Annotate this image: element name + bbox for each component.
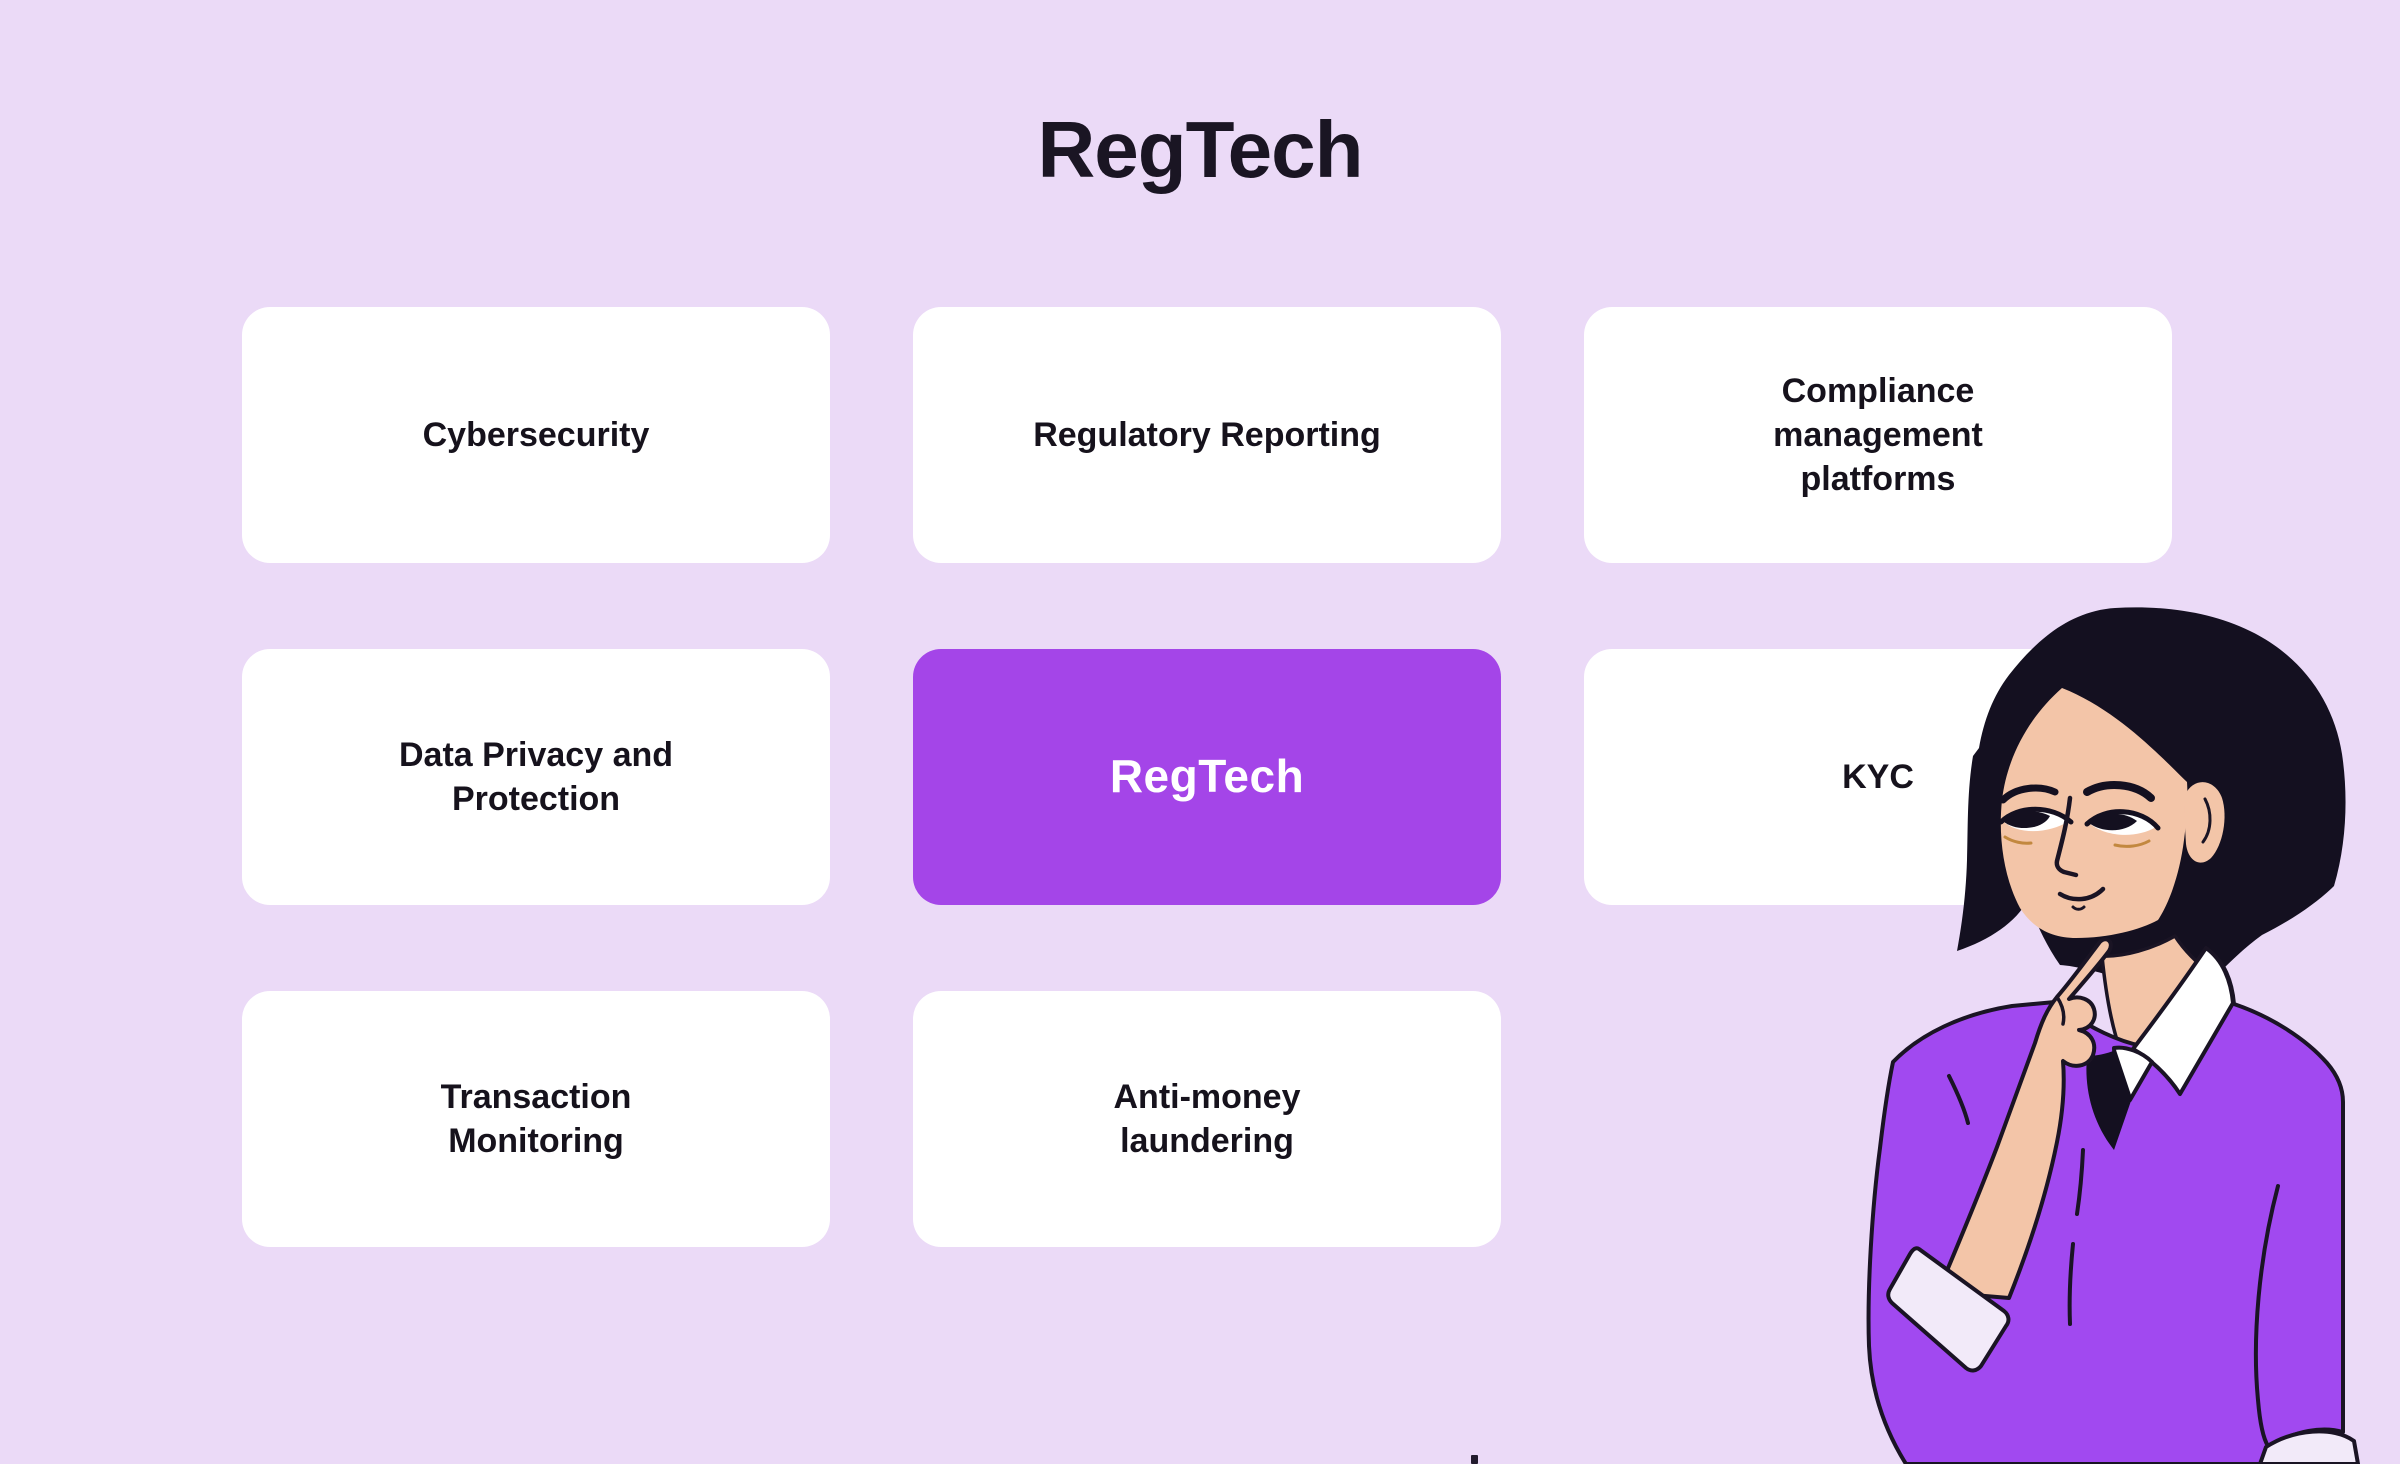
right-eye-pupil (2089, 813, 2137, 831)
placket-line-bottom (2067, 1242, 2075, 1326)
ear (2184, 782, 2225, 863)
shoulder-fold-line (1947, 1074, 1970, 1125)
placket-line-top (2075, 1148, 2085, 1216)
right-undereye-line (2113, 839, 2151, 848)
mouth-smile (2057, 886, 2106, 902)
finger-crease (2055, 995, 2066, 1026)
thinking-woman-illustration (1866, 607, 2360, 1464)
card-compliance-management-platforms: Compliance management platforms (1584, 307, 2172, 563)
right-arm-seam (2253, 1184, 2280, 1448)
sleeve-cuff (1886, 1246, 2011, 1373)
bottom-tick-mark (1471, 1455, 1478, 1464)
right-eyebrow (2083, 781, 2155, 802)
card-regtech-center: RegTech (913, 649, 1501, 905)
page-title: RegTech (1037, 105, 1364, 194)
left-eyebrow (1999, 784, 2059, 804)
chin-crease (2071, 905, 2086, 911)
right-eye-lash (2084, 809, 2161, 831)
ear-inner-line (2201, 797, 2212, 844)
card-transaction-monitoring: Transaction Monitoring (242, 991, 830, 1247)
undershirt (2086, 1050, 2132, 1150)
nose-line (2054, 795, 2079, 878)
face (2000, 688, 2188, 938)
card-data-privacy-and-protection: Data Privacy and Protection (242, 649, 830, 905)
forearm-hand (1936, 937, 2113, 1300)
card-regulatory-reporting: Regulatory Reporting (913, 307, 1501, 563)
right-wrist-cuff (2258, 1429, 2360, 1464)
card-cybersecurity: Cybersecurity (242, 307, 830, 563)
left-undereye-line (2003, 835, 2033, 845)
card-anti-money-laundering: Anti-money laundering (913, 991, 1501, 1247)
